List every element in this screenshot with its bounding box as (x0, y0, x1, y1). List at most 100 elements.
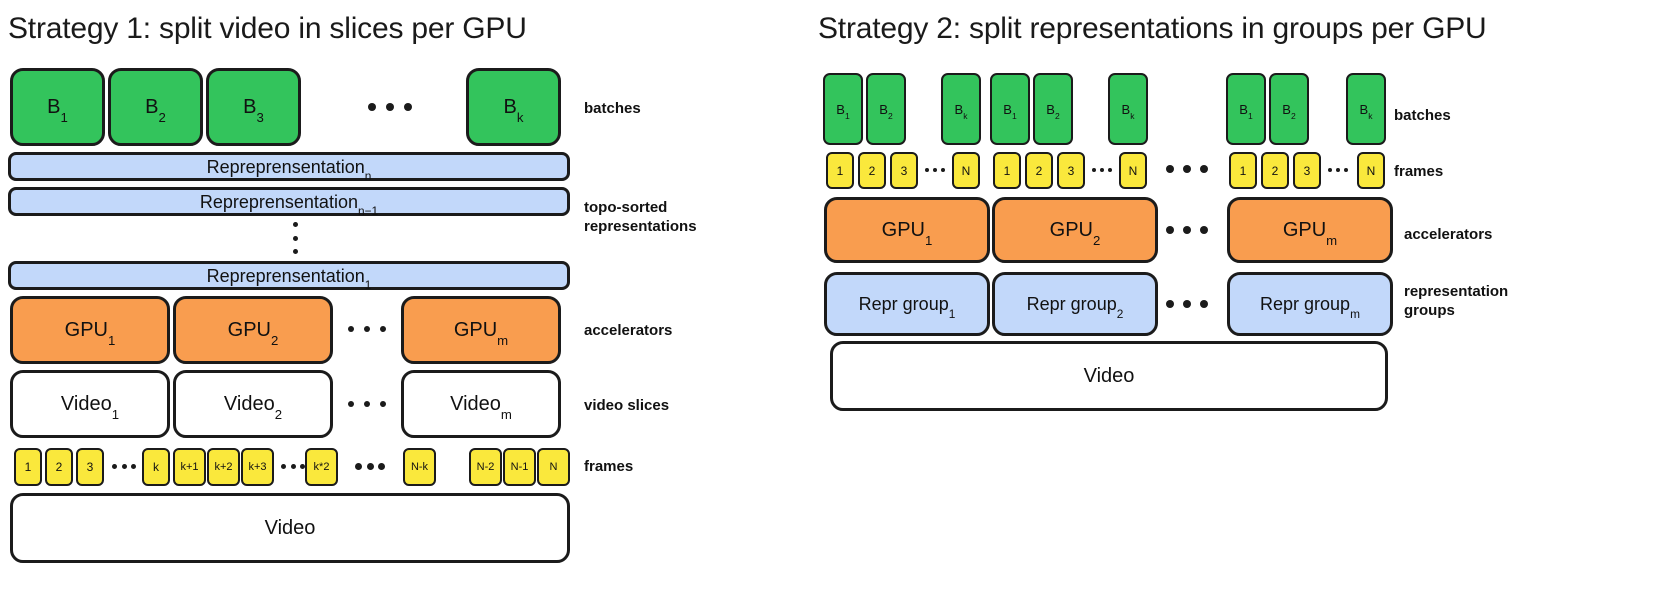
s2-g1-batch-k[interactable]: Bk (941, 73, 981, 145)
s2-gm-frames-ellipsis-icon (1328, 168, 1348, 172)
s2-repr-groups-row-label-line1: representation (1404, 283, 1509, 300)
s2-gpu-1[interactable]: GPU1 (824, 197, 990, 263)
s1-slices-ellipsis-icon (348, 401, 386, 407)
s1-frames-ellipsis-2-icon (281, 464, 305, 469)
s2-g2-frame-3-label: 3 (1067, 163, 1075, 178)
s1-video-slice-1[interactable]: Video1 (10, 370, 170, 438)
s1-batch-1[interactable]: B1 (10, 68, 105, 146)
s1-batches-row-label: batches (584, 100, 641, 117)
s1-frame-N-minus-2[interactable]: N-2 (469, 448, 502, 486)
s1-batch-2[interactable]: B2 (108, 68, 203, 146)
s2-g2-batch-2-label: B2 (1046, 101, 1060, 122)
s2-g2-batch-k-label: Bk (1121, 101, 1135, 122)
s1-frame-k-plus-2-label: k+2 (214, 460, 233, 473)
s2-g1-batch-2-label: B2 (879, 101, 893, 122)
s2-gpu-m[interactable]: GPUm (1227, 197, 1393, 263)
s2-g2-batch-1[interactable]: B1 (990, 73, 1030, 145)
s2-g1-batch-k-label: Bk (954, 101, 968, 122)
s1-batch-k[interactable]: Bk (466, 68, 561, 146)
s1-frame-k-plus-2[interactable]: k+2 (207, 448, 240, 486)
s2-g2-batch-k[interactable]: Bk (1108, 73, 1148, 145)
s1-gpu-m[interactable]: GPUm (401, 296, 561, 364)
s1-gpu-2-label: GPU2 (227, 319, 279, 348)
s2-repr-group-2[interactable]: Repr group2 (992, 272, 1158, 336)
s1-frame-k[interactable]: k (142, 448, 170, 486)
s2-gm-batch-1[interactable]: B1 (1226, 73, 1266, 145)
s1-frame-N-minus-k-label: N-k (410, 460, 429, 473)
s1-gpu-1[interactable]: GPU1 (10, 296, 170, 364)
s2-frames-group-ellipsis-icon (1166, 165, 1208, 173)
s2-gm-frame-2[interactable]: 2 (1261, 152, 1289, 189)
s1-video-label: Video (264, 517, 316, 539)
s2-gm-batch-2[interactable]: B2 (1269, 73, 1309, 145)
s2-g2-batch-1-label: B1 (1003, 101, 1017, 122)
s1-representation-1[interactable]: Repreprensentation1 (8, 261, 570, 291)
s1-frame-N-minus-1[interactable]: N-1 (503, 448, 536, 486)
s1-slices-row-label: video slices (584, 397, 670, 414)
s1-video-slice-2-label: Video2 (223, 393, 283, 422)
s2-g1-frame-1[interactable]: 1 (826, 152, 854, 189)
strategy1-title: Strategy 1: split video in slices per GP… (8, 12, 527, 45)
s2-g2-frame-2[interactable]: 2 (1025, 152, 1053, 189)
s1-representations-row-label-line2: representations (584, 218, 697, 236)
s2-g1-frame-3[interactable]: 3 (890, 152, 918, 189)
s1-video-slice-2[interactable]: Video2 (173, 370, 333, 438)
s2-g1-frames-ellipsis-icon (925, 168, 945, 172)
s2-g2-batch-2[interactable]: B2 (1033, 73, 1073, 145)
s2-g1-frame-N[interactable]: N (952, 152, 980, 189)
s2-repr-group-1-label: Repr group1 (858, 294, 956, 321)
s1-batch-k-label: Bk (503, 96, 524, 125)
s2-repr-group-1[interactable]: Repr group1 (824, 272, 990, 336)
s1-frame-k-plus-3[interactable]: k+3 (241, 448, 274, 486)
s2-g1-frame-2[interactable]: 2 (858, 152, 886, 189)
s1-video-slice-1-label: Video1 (60, 393, 120, 422)
s1-representation-n[interactable]: Repreprensentationn (8, 152, 570, 182)
s2-gm-batch-k[interactable]: Bk (1346, 73, 1386, 145)
s1-frame-1[interactable]: 1 (14, 448, 42, 486)
s2-video[interactable]: Video (830, 341, 1388, 411)
s1-frame-k-times-2[interactable]: k*2 (305, 448, 338, 486)
s2-g2-frame-1[interactable]: 1 (993, 152, 1021, 189)
s2-gm-frame-1[interactable]: 1 (1229, 152, 1257, 189)
s2-g1-batch-1[interactable]: B1 (823, 73, 863, 145)
s2-video-label: Video (1083, 365, 1135, 387)
s2-g2-frame-3[interactable]: 3 (1057, 152, 1085, 189)
s1-frame-N-minus-k[interactable]: N-k (403, 448, 436, 486)
s1-representation-n-1-label: Repreprensentationn−1 (199, 191, 379, 219)
s1-gpu-2[interactable]: GPU2 (173, 296, 333, 364)
s2-gpu-2-label: GPU2 (1049, 219, 1101, 248)
s2-repr-group-m[interactable]: Repr groupm (1227, 272, 1393, 336)
s2-g1-batch-2[interactable]: B2 (866, 73, 906, 145)
s1-frames-ellipsis-3-icon (355, 463, 385, 470)
s1-frame-2[interactable]: 2 (45, 448, 73, 486)
s1-frame-3[interactable]: 3 (76, 448, 104, 486)
s2-gpu-2[interactable]: GPU2 (992, 197, 1158, 263)
s1-video[interactable]: Video (10, 493, 570, 563)
s2-repr-group-m-label: Repr groupm (1260, 294, 1360, 321)
s1-batch-3[interactable]: B3 (206, 68, 301, 146)
s1-gpus-ellipsis-icon (348, 326, 386, 332)
s2-g1-batch-1-label: B1 (836, 101, 850, 122)
s2-gm-frame-N-label: N (1366, 163, 1376, 178)
strategy2-title: Strategy 2: split representations in gro… (818, 12, 1487, 45)
s2-gm-frame-3[interactable]: 3 (1293, 152, 1321, 189)
s1-frame-k-plus-1-label: k+1 (180, 460, 199, 473)
s2-gm-frame-N[interactable]: N (1357, 152, 1385, 189)
s1-frame-N[interactable]: N (537, 448, 570, 486)
s2-g2-frame-1-label: 1 (1003, 163, 1011, 178)
s2-g1-frame-3-label: 3 (900, 163, 908, 178)
s1-frame-3-label: 3 (86, 460, 94, 474)
s1-frame-k-plus-3-label: k+3 (248, 460, 267, 473)
s1-batch-3-label: B3 (243, 96, 264, 125)
s1-frame-k-plus-1[interactable]: k+1 (173, 448, 206, 486)
s2-gm-batch-1-label: B1 (1239, 101, 1253, 122)
s2-g2-frame-N[interactable]: N (1119, 152, 1147, 189)
s1-representations-row-label: topo-sorted representations (584, 198, 697, 236)
s1-batches-ellipsis-icon (368, 103, 412, 111)
s1-gpu-m-label: GPUm (453, 319, 509, 348)
s1-video-slice-m[interactable]: Videom (401, 370, 561, 438)
s1-gpus-row-label: accelerators (584, 322, 673, 339)
s1-representation-n-1[interactable]: Repreprensentationn−1 (8, 187, 570, 219)
s1-representations-row-label-line1: topo-sorted (584, 199, 668, 216)
